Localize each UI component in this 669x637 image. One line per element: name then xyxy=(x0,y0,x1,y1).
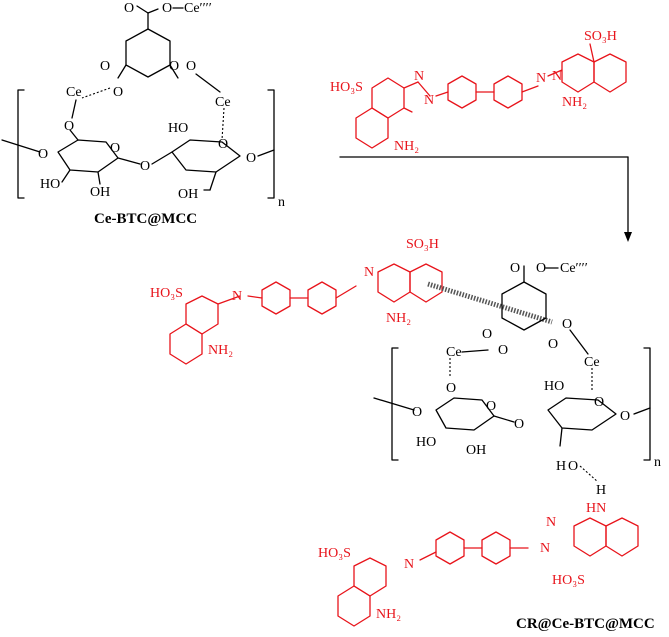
atom-ho3s: HO₃S xyxy=(330,80,363,95)
ce-btc-mcc-structure: O O Ce′′′′ O O O O Ce O Ce n O O HO OH xyxy=(1,1,285,227)
atom-ho3s: HO₃S xyxy=(318,546,351,561)
atom-ho: HO xyxy=(40,177,60,192)
atom-ho3s: HO₃S xyxy=(552,573,585,588)
atom-o: O xyxy=(562,317,572,332)
atom-o: O xyxy=(38,147,48,162)
atom-n: N xyxy=(546,515,556,530)
atom-n: N xyxy=(540,541,550,556)
atom-o: O xyxy=(548,337,558,352)
atom-hn: HN xyxy=(586,501,606,516)
atom-o: O xyxy=(510,261,520,276)
atom-o: O xyxy=(620,409,630,424)
atom-oh: OH xyxy=(178,187,198,202)
atom-o: O xyxy=(536,261,546,276)
atom-ce: Ce xyxy=(66,85,82,100)
atom-n: N xyxy=(424,93,434,108)
atom-o: O xyxy=(113,85,123,100)
atom-o: O xyxy=(498,343,508,358)
congo-red-dye-top: HO₃S NH₂ N N N N SO₃H NH₂ xyxy=(330,29,627,154)
atom-o: O xyxy=(186,59,196,74)
atom-ce: Ce xyxy=(215,95,231,110)
atom-o: O xyxy=(64,119,74,134)
atom-ho3s: HO₃S xyxy=(150,286,183,301)
atom-ho: HO xyxy=(416,435,436,450)
atom-nh2: NH₂ xyxy=(386,311,411,326)
atom-o: O xyxy=(446,381,456,396)
atom-nh2: NH₂ xyxy=(208,343,233,358)
atom-o: O xyxy=(486,399,496,414)
atom-n: N xyxy=(414,69,424,84)
atom-oh: OH xyxy=(466,443,486,458)
atom-ho: HO xyxy=(544,379,564,394)
atom-o: O xyxy=(594,395,604,410)
atom-o: O xyxy=(412,405,422,420)
atom-oh: OH xyxy=(90,185,110,200)
atom-o: O xyxy=(246,151,256,166)
atom-ce: Ce xyxy=(446,345,462,360)
reaction-arrow xyxy=(339,156,632,242)
atom-h: H xyxy=(596,483,606,498)
atom-ce: Ce xyxy=(584,355,600,370)
atom-ce-ellipsis: Ce′′′′ xyxy=(184,1,212,16)
product-label: CR@Ce-BTC@MCC xyxy=(516,616,655,632)
atom-nh2: NH₂ xyxy=(562,95,587,110)
atom-o: O xyxy=(482,327,492,342)
atom-n: N xyxy=(404,557,414,572)
atom-o: O xyxy=(140,159,150,174)
atom-o: O xyxy=(514,417,524,432)
atom-h: H xyxy=(556,459,566,474)
atom-n: N xyxy=(536,71,546,86)
repeat-n: n xyxy=(654,455,661,470)
congo-red-dye-hbonded: HN N N HO₃S N HO₃S NH₂ CR@Ce-BTC@MCC xyxy=(318,501,655,632)
atom-o: O xyxy=(169,59,179,74)
product-ce-btc-mcc-structure: O O Ce′′′′ O O O O Ce O Ce n O O HO OH O… xyxy=(373,261,661,498)
congo-red-dye-adsorbed: HO₃S NH₂ N N SO₃H NH₂ xyxy=(150,237,443,365)
atom-n: N xyxy=(364,265,374,280)
reactant-label: Ce-BTC@MCC xyxy=(94,211,197,227)
atom-o: O xyxy=(568,459,578,474)
atom-ho: HO xyxy=(168,121,188,136)
atom-o: O xyxy=(124,1,134,16)
repeat-n: n xyxy=(278,195,285,210)
atom-so3h: SO₃H xyxy=(406,237,439,252)
atom-ce-ellipsis: Ce′′′′ xyxy=(560,261,588,276)
atom-n: N xyxy=(552,69,562,84)
atom-o: O xyxy=(100,59,110,74)
atom-so3h: SO₃H xyxy=(584,29,617,44)
atom-nh2: NH₂ xyxy=(376,607,401,622)
atom-o: O xyxy=(162,1,172,16)
atom-nh2: NH₂ xyxy=(394,139,419,154)
atom-o: O xyxy=(218,137,228,152)
atom-o: O xyxy=(110,141,120,156)
